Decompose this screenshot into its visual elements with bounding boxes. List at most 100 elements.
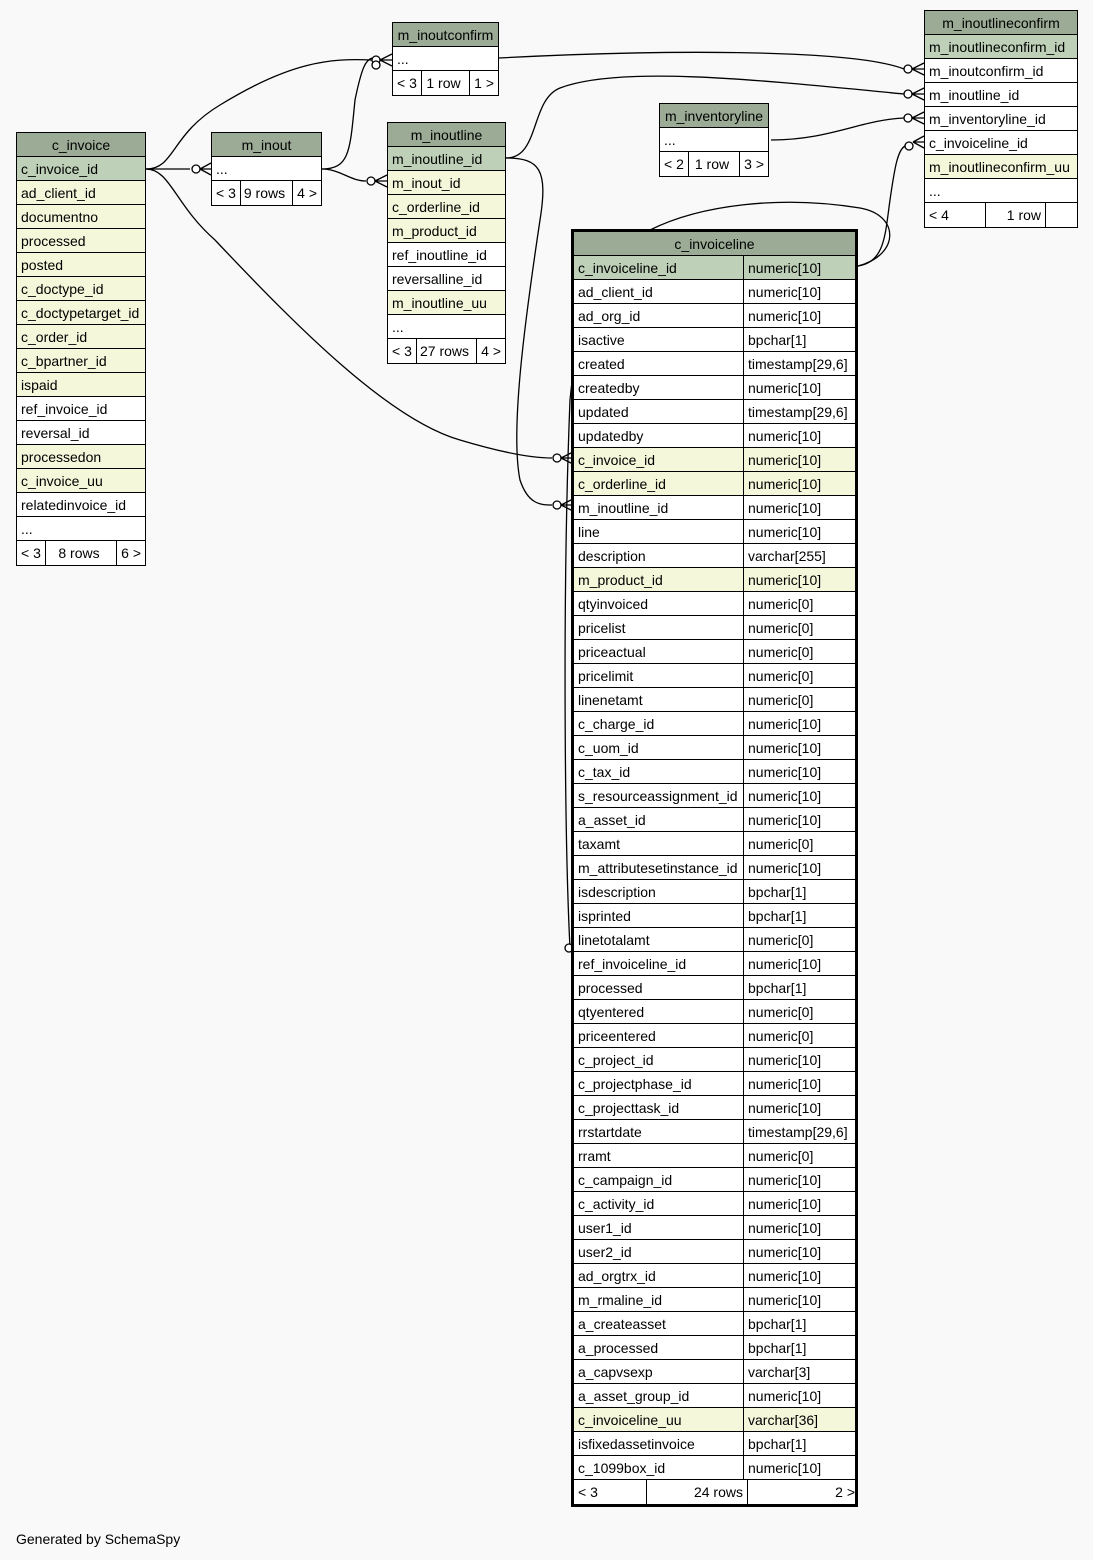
column-row-m-inoutlineconfirm-uu[interactable]: m_inoutlineconfirm_uu [925,155,1077,179]
children-link[interactable]: 4 > [292,181,321,205]
column-row-m-inventoryline-id[interactable]: m_inventoryline_id [925,107,1077,131]
column-row-posted[interactable]: posted [17,253,145,277]
column-row-c-invoice-uu[interactable]: c_invoice_uu [17,469,145,493]
table-title[interactable]: c_invoice [17,133,145,157]
column-row-c-doctype-id[interactable]: c_doctype_id [17,277,145,301]
column-row-m-product-id[interactable]: m_product_id [388,219,505,243]
table-title[interactable]: m_inoutconfirm [393,23,498,47]
column-row-more[interactable]: ... [925,179,1077,203]
column-row-more[interactable]: ... [388,315,505,339]
column-row-documentno[interactable]: documentno [17,205,145,229]
children-link[interactable]: 6 > [116,541,145,565]
children-link[interactable]: 4 > [476,339,505,363]
column-row-c-bpartner-id[interactable]: c_bpartner_id [17,349,145,373]
parents-link[interactable]: < 3 [392,343,412,359]
column-row-m-inout-id[interactable]: m_inout_id [388,171,505,195]
table-title[interactable]: c_invoiceline [574,232,855,256]
column-row-m-inoutline-id[interactable]: m_inoutline_id [925,83,1077,107]
column-row-relatedinvoice-id[interactable]: relatedinvoice_id [17,493,145,517]
column-row-more[interactable]: ... [393,47,498,71]
column-row-c-invoiceline-id[interactable]: c_invoiceline_id [925,131,1077,155]
table-title[interactable]: m_inoutline [388,123,505,147]
column-row-processed[interactable]: processed [17,229,145,253]
children-link[interactable]: 1 > [469,71,498,95]
parents-link[interactable]: < 3 [21,545,41,561]
column-row-m-inoutconfirm-id[interactable]: m_inoutconfirm_id [925,59,1077,83]
table-title[interactable]: m_inout [212,133,321,157]
column-row-more[interactable]: ... [17,517,145,541]
column-row-more[interactable]: ... [212,157,321,181]
children-link[interactable] [1045,203,1077,227]
parents-link[interactable]: < 4 [929,207,949,223]
column-row-more[interactable]: ... [660,128,768,152]
parents-link[interactable]: < 3 [216,185,236,201]
column-row-m-inoutlineconfirm-id[interactable]: m_inoutlineconfirm_id [925,35,1077,59]
children-link[interactable]: 3 > [739,152,768,176]
column-row-reversal-id[interactable]: reversal_id [17,421,145,445]
column-row-reversalline-id[interactable]: reversalline_id [388,267,505,291]
column-row-ref-invoice-id[interactable]: ref_invoice_id [17,397,145,421]
column-row-m-inoutline-uu[interactable]: m_inoutline_uu [388,291,505,315]
parents-link[interactable]: < 3 [397,75,417,91]
column-row-m-inoutline-id[interactable]: m_inoutline_id [388,147,505,171]
column-row-c-order-id[interactable]: c_order_id [17,325,145,349]
column-row-c-invoice-id[interactable]: c_invoice_id [17,157,145,181]
table-title[interactable]: m_inoutlineconfirm [925,11,1077,35]
children-link[interactable]: 2 > [747,1480,855,1504]
column-row-c-doctypetarget-id[interactable]: c_doctypetarget_id [17,301,145,325]
parents-link[interactable]: < 2 [664,156,684,172]
column-row-ispaid[interactable]: ispaid [17,373,145,397]
column-row-ref-inoutline-id[interactable]: ref_inoutline_id [388,243,505,267]
column-row-processedon[interactable]: processedon [17,445,145,469]
